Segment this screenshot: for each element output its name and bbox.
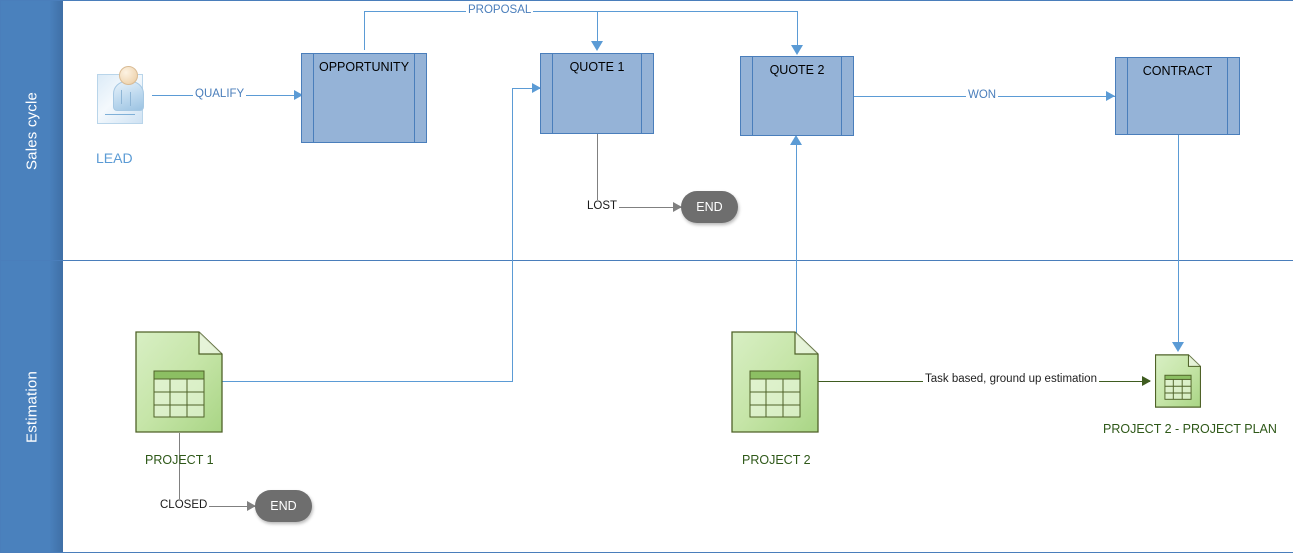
lane-body-sales	[63, 1, 1293, 260]
connector-label-proposal: PROPOSAL	[466, 4, 534, 17]
process-label-opportunity: OPPORTUNITY	[318, 60, 410, 74]
spreadsheet-document-icon	[1155, 354, 1201, 408]
connector-proposal-drop-quote1	[597, 11, 598, 42]
lane-title-sales: Sales cycle	[23, 91, 41, 170]
connector-project1-quote1-horizontal	[222, 381, 513, 382]
connector-project2-quote2-riser	[796, 145, 797, 336]
connector-proposal-arrowhead-quote1	[591, 41, 603, 51]
connector-project1-quote1-riser	[512, 88, 513, 381]
connector-label-qualify: QUALIFY	[193, 88, 247, 101]
process-quote-1[interactable]: QUOTE 1	[540, 53, 654, 134]
process-quote-2[interactable]: QUOTE 2	[740, 56, 854, 136]
connector-label-lost: LOST	[585, 200, 620, 213]
connector-project1-quote1-entry	[512, 88, 540, 89]
person-arm-left-icon	[121, 90, 122, 104]
connector-won-arrowhead	[1106, 91, 1115, 101]
connector-proposal-riser	[364, 11, 365, 50]
connector-proposal-trunk	[364, 11, 798, 12]
lane-divider	[0, 260, 1293, 261]
connector-project1-quote1-arrowhead	[532, 83, 541, 93]
process-right-bar	[414, 54, 415, 142]
person-body-icon	[113, 81, 144, 111]
connector-estimate-arrowhead	[1142, 376, 1151, 386]
document-project-2[interactable]	[731, 331, 819, 433]
process-right-bar	[641, 54, 642, 133]
process-left-bar	[1127, 58, 1128, 134]
connector-label-estimate: Task based, ground up estimation	[923, 373, 1099, 386]
process-opportunity[interactable]: OPPORTUNITY	[301, 53, 427, 143]
terminator-end-lost[interactable]: END	[681, 191, 738, 223]
document-project-1[interactable]	[135, 331, 223, 433]
document-label-project-2: PROJECT 2	[742, 453, 811, 467]
connector-contract-plan-drop	[1178, 135, 1179, 343]
connector-project2-quote2-arrowhead	[790, 135, 802, 145]
connector-closed-drop	[179, 433, 180, 506]
lead-node[interactable]	[97, 66, 149, 124]
process-contract[interactable]: CONTRACT	[1115, 57, 1240, 135]
connector-closed-arrowhead	[247, 501, 256, 511]
lead-label: LEAD	[96, 150, 133, 166]
lane-header-sales[interactable]: Sales cycle	[1, 1, 63, 260]
process-right-bar	[1227, 58, 1228, 134]
person-head-icon	[119, 66, 138, 85]
person-arm-right-icon	[130, 92, 131, 106]
terminator-end-closed[interactable]: END	[255, 490, 312, 522]
terminator-label: END	[270, 499, 297, 513]
connector-qualify-arrowhead	[294, 90, 303, 100]
connector-closed-line	[179, 506, 255, 507]
connector-lost-arrowhead	[673, 202, 682, 212]
process-right-bar	[841, 57, 842, 135]
process-left-bar	[752, 57, 753, 135]
connector-lost-line	[597, 207, 682, 208]
connector-label-won: WON	[966, 89, 999, 102]
terminator-label: END	[696, 200, 723, 214]
connector-proposal-drop-quote2	[797, 11, 798, 46]
spreadsheet-document-icon	[135, 331, 223, 433]
connector-lost-drop	[597, 134, 598, 207]
document-project-plan[interactable]	[1155, 354, 1201, 408]
connector-proposal-arrowhead-quote2	[791, 45, 803, 55]
lane-header-estimation[interactable]: Estimation	[1, 261, 63, 552]
process-left-bar	[313, 54, 314, 142]
process-label-contract: CONTRACT	[1142, 64, 1213, 78]
spreadsheet-document-icon	[731, 331, 819, 433]
document-label-project-1: PROJECT 1	[145, 453, 214, 467]
document-label-project-plan: PROJECT 2 - PROJECT PLAN	[1103, 422, 1277, 436]
process-label-quote-1: QUOTE 1	[569, 60, 625, 74]
process-label-quote-2: QUOTE 2	[769, 63, 825, 77]
connector-contract-plan-arrowhead	[1172, 342, 1184, 352]
process-left-bar	[552, 54, 553, 133]
lane-title-estimation: Estimation	[23, 370, 41, 443]
document-line	[105, 114, 135, 115]
connector-label-closed: CLOSED	[158, 499, 210, 512]
